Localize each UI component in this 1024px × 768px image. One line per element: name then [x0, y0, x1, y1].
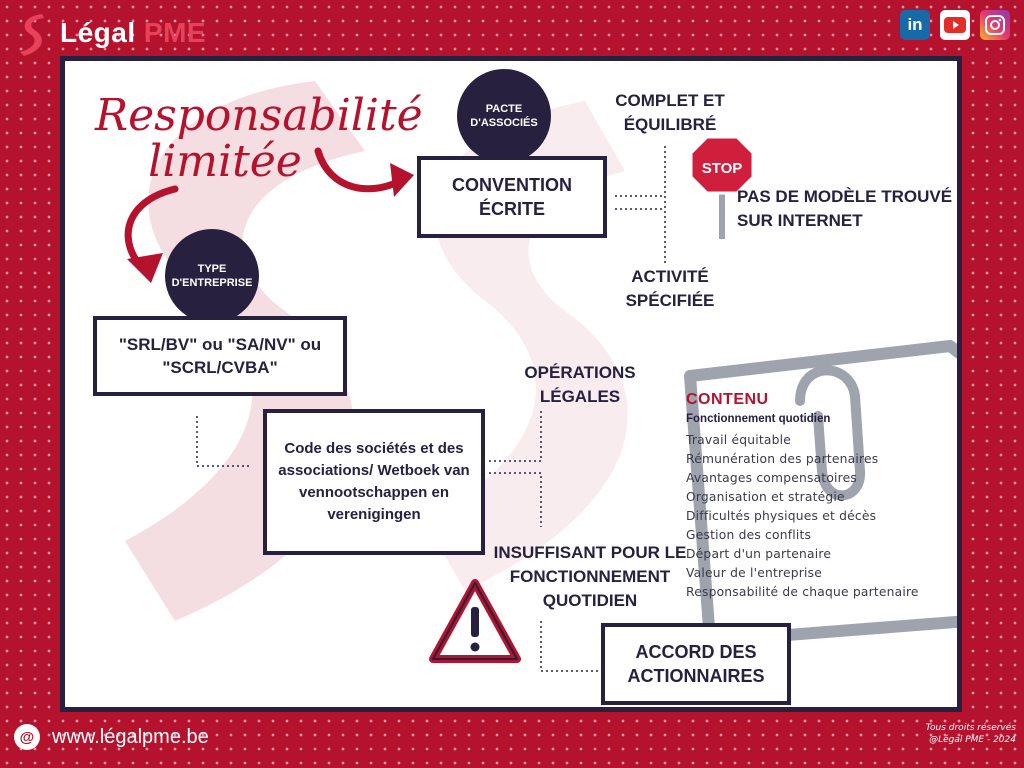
pacte-associes-badge: PACTE D'ASSOCIÉS — [457, 69, 551, 163]
branch-activite: ACTIVITÉ SPÉCIFIÉE — [625, 267, 715, 310]
clipboard-icon — [684, 340, 957, 641]
infographic-board: Responsabilité limitée TYPE D'ENTREPRISE… — [60, 56, 962, 712]
stop-sign-icon — [689, 135, 755, 239]
stop-label: PAS DE MODÈLE TROUVÉ SUR INTERNET — [737, 187, 953, 230]
youtube-icon[interactable] — [940, 10, 970, 40]
warning-icon — [429, 579, 521, 663]
list-item: Gestion des conflits — [686, 528, 812, 542]
convention-ecrite-box: CONVENTION ÉCRITE — [417, 156, 607, 238]
contenu-panel: CONTENU Fonctionnement quotidien Travail… — [686, 391, 946, 602]
list-item: Valeur de l'entreprise — [686, 566, 822, 580]
website-link[interactable]: www.légalpme.be — [52, 725, 209, 748]
type-entreprise-box: "SRL/BV" ou "SA/NV" ou "SCRL/CVBA" — [93, 316, 347, 396]
instagram-icon[interactable] — [980, 10, 1010, 40]
code-societes-box: Code des sociétés et des associations/ W… — [263, 409, 485, 555]
connector-accord — [540, 621, 599, 672]
contenu-subheading: Fonctionnement quotidien — [686, 413, 831, 425]
accord-actionnaires-box: ACCORD DES ACTIONNAIRES — [601, 623, 791, 705]
brand-name: Légal PME — [60, 17, 207, 48]
connector-left — [196, 416, 249, 467]
contenu-heading: CONTENU — [686, 391, 769, 408]
list-item: Rémunération des partenaires — [686, 452, 879, 466]
connector-right — [489, 411, 542, 527]
stop-sign-text: STOP — [701, 160, 743, 177]
brand-logo[interactable]: Légal PME — [14, 8, 206, 58]
footer-copyright: Tous droits réservés @Légal PME - 2024 — [925, 723, 1016, 745]
list-item: Avantages compensatoires — [686, 471, 858, 485]
linkedin-icon[interactable]: in — [900, 10, 930, 40]
operations-legales: OPÉRATIONS LÉGALES — [524, 363, 636, 406]
at-icon: @ — [14, 724, 40, 750]
type-entreprise-badge: TYPE D'ENTREPRISE — [165, 229, 259, 323]
list-item: Organisation et stratégie — [686, 490, 845, 504]
list-item: Départ d'un partenaire — [686, 547, 832, 561]
connector-lines — [615, 146, 666, 266]
page-title: Responsabilité limitée — [95, 90, 423, 187]
brand-mark-icon — [20, 14, 44, 56]
insuffisant-label: INSUFFISANT POUR LE FONCTIONNEMENT QUOTI… — [493, 543, 687, 610]
arrow-down-icon — [124, 185, 179, 283]
list-item: Difficultés physiques et décès — [686, 509, 877, 523]
contenu-list: Travail équitable Rémunération des parte… — [686, 431, 946, 602]
footer-website[interactable]: @ www.légalpme.be — [14, 724, 209, 750]
list-item: Responsabilité de chaque partenaire — [686, 585, 919, 599]
arrow-right-icon — [314, 147, 414, 197]
list-item: Travail équitable — [686, 433, 791, 447]
branch-complet: COMPLET ET ÉQUILIBRÉ — [615, 91, 725, 134]
social-links: in — [900, 10, 1010, 40]
